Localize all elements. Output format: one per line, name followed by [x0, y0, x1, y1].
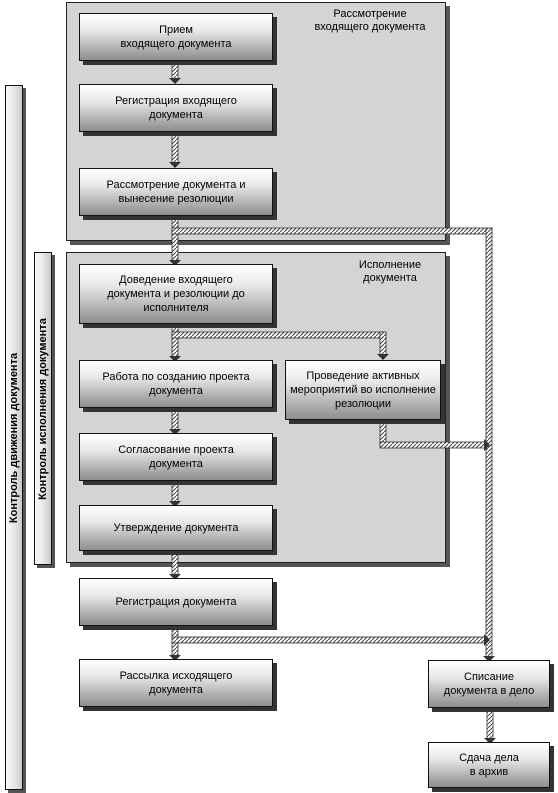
- register-document-box[interactable]: Регистрация документа: [79, 578, 273, 626]
- write-off-box[interactable]: Списание документа в дело: [428, 660, 550, 708]
- review-section-title: Рассмотрение входящего документа: [314, 8, 426, 33]
- arrowhead-13: [484, 634, 490, 646]
- arrowhead-10: [483, 656, 495, 662]
- confirm-document-label: Утверждение документа: [113, 522, 239, 534]
- movement-control-bar: Контроль движения документа: [5, 85, 23, 790]
- arrowhead-9: [377, 354, 389, 360]
- arrow-activities-right: [379, 441, 487, 449]
- active-measures-box[interactable]: Проведение активных мероприятий во испол…: [285, 360, 441, 420]
- review-resolution-label: Рассмотрение документа и вынесение резол…: [106, 179, 246, 205]
- arrow-approval-confirm: [171, 482, 179, 504]
- arrowhead-8: [169, 655, 181, 661]
- mailing-box[interactable]: Рассылка исходящего документа: [79, 659, 273, 707]
- arrow-writeoff-archive: [486, 709, 494, 741]
- arrow-review-branch-h: [171, 227, 493, 235]
- receive-document-box[interactable]: Прием входящего документа: [79, 13, 273, 61]
- arrow-review-deliver: [171, 215, 179, 263]
- arrowhead-2: [169, 162, 181, 168]
- arrowhead-1: [169, 78, 181, 84]
- register-incoming-label: Регистрация входящего документа: [115, 95, 237, 121]
- confirm-document-box[interactable]: Утверждение документа: [79, 505, 273, 551]
- arrowhead-7: [169, 574, 181, 580]
- arrowhead-6: [169, 501, 181, 507]
- receive-document-label: Прием входящего документа: [120, 24, 232, 50]
- register-document-label: Регистрация документа: [115, 596, 237, 608]
- active-measures-label: Проведение активных мероприятий во испол…: [290, 370, 436, 410]
- arrow-receive-register: [171, 61, 179, 81]
- draft-document-label: Работа по созданию проекта документа: [102, 371, 250, 397]
- arrow-confirm-register: [171, 551, 179, 577]
- register-incoming-box[interactable]: Регистрация входящего документа: [79, 84, 273, 132]
- arrow-deliver-activities-h: [171, 331, 387, 339]
- archive-box[interactable]: Сдача дела в архив: [428, 742, 550, 788]
- arrowhead-4: [169, 356, 181, 362]
- mailing-label: Рассылка исходящего документа: [119, 670, 233, 696]
- arrowhead-12: [484, 439, 490, 451]
- arrowhead-3: [169, 260, 181, 266]
- deliver-to-executor-label: Доведение входящего документа и резолюци…: [107, 274, 245, 314]
- arrow-register-right: [171, 636, 487, 644]
- review-resolution-box[interactable]: Рассмотрение документа и вынесение резол…: [79, 168, 273, 216]
- execution-control-bar: Контроль исполнения документа: [34, 252, 52, 565]
- archive-label: Сдача дела в архив: [459, 752, 519, 778]
- arrowhead-11: [484, 738, 496, 744]
- approval-label: Согласование проекта документа: [118, 444, 234, 470]
- approval-box[interactable]: Согласование проекта документа: [79, 433, 273, 481]
- arrow-deliver-activities-v: [379, 331, 387, 357]
- arrow-deliver-draft: [171, 323, 179, 359]
- execution-section-title: Исполнение документа: [358, 259, 422, 284]
- arrowhead-5: [169, 429, 181, 435]
- write-off-label: Списание документа в дело: [443, 671, 535, 697]
- arrow-draft-approval: [171, 408, 179, 432]
- deliver-to-executor-box[interactable]: Доведение входящего документа и резолюци…: [79, 264, 273, 324]
- arrow-register-review: [171, 131, 179, 165]
- draft-document-box[interactable]: Работа по созданию проекта документа: [79, 360, 273, 408]
